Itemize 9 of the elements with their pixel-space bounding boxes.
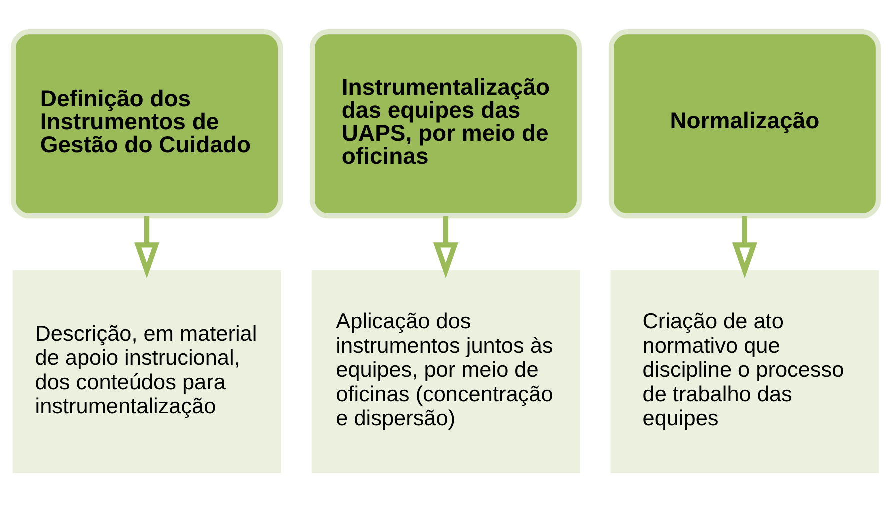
node-box: Instrumentalização das equipes das UAPS, por meio de oficinas (310, 30, 582, 219)
node-box: Aplicação dos instrumentos juntos às equipes, por meio de oficinas (concentração e dispersão) (312, 270, 580, 474)
node-box: Definição dos Instrumentos de Gestão do Cuidado (10, 30, 284, 219)
node-box: Descrição, em material de apoio instrucional, dos conteúdos para instrumentalização (12, 270, 282, 474)
arrow (433, 216, 459, 278)
node-box: Criação de ato normativo que discipline o processo de trabalho das equipes (610, 270, 880, 474)
arrow (134, 216, 160, 278)
node-box: Normalização (608, 30, 882, 219)
arrow (732, 216, 758, 278)
